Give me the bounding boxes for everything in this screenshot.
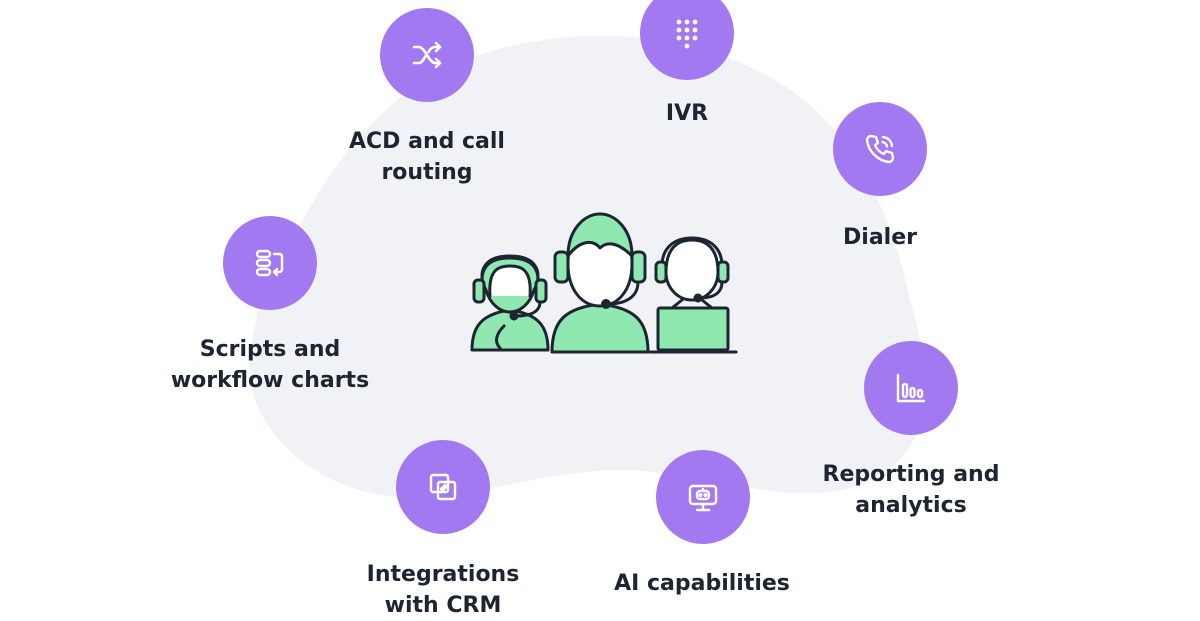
reporting-label: Reporting and analytics [822,462,1000,518]
bar-chart-icon [896,373,926,403]
integrations-label: Integrations with CRM [366,562,520,618]
integrations-circle [396,440,490,534]
agent-center [550,212,650,354]
keypad-icon [676,19,698,49]
ivr-label: IVR [665,101,709,126]
ai-label: AI capabilities [614,571,790,596]
agent-left [470,254,550,352]
reporting-circle [864,341,958,435]
robot-icon [688,484,718,512]
shuffle-icon [412,41,442,69]
acd-label: ACD and call routing [349,129,505,185]
ivr-circle [640,0,734,80]
phone-call-icon [865,134,895,164]
workflow-icon [255,249,284,277]
call-center-agents-icon [470,212,738,354]
integration-icon [429,473,457,501]
scripts-circle [223,216,317,310]
dialer-label: Dialer [843,225,917,250]
dialer-circle [833,102,927,196]
ai-circle [656,450,750,544]
scripts-label: Scripts and workflow charts [170,337,370,393]
agent-right [648,236,738,354]
acd-circle [380,8,474,102]
